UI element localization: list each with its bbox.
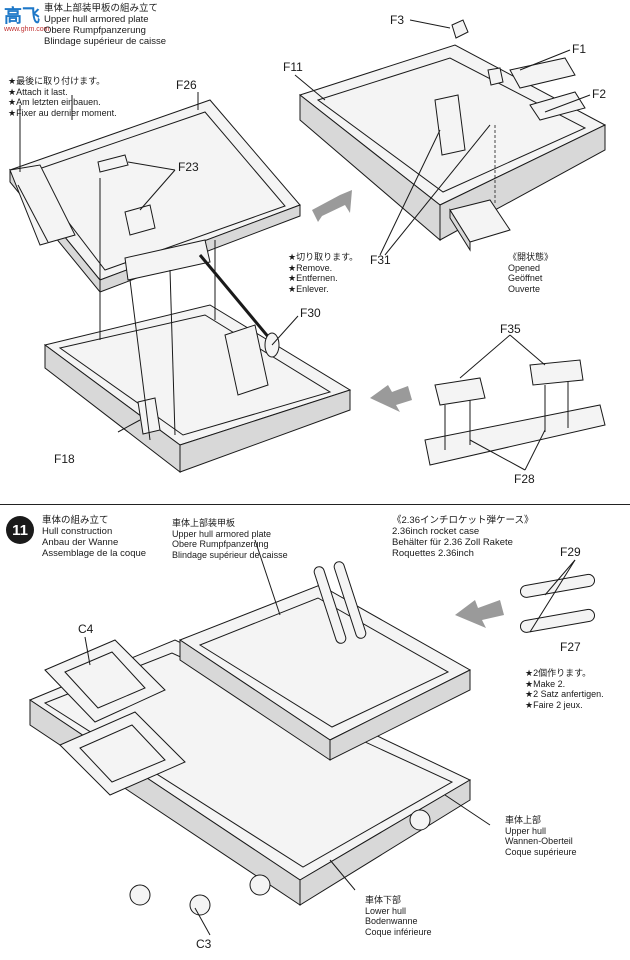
- direction-arrow-1: [312, 190, 352, 222]
- guide-lines-right: [294, 19, 591, 256]
- part-label-f26: F26: [176, 78, 197, 92]
- step11-title: 車体の組み立て Hull construction Anbau der Wann…: [42, 515, 147, 559]
- note-attach-last: ★最後に取り付けます。 ★Attach it last. ★Am letzten…: [8, 76, 117, 118]
- c4-c3-hatches: [44, 639, 186, 796]
- label-upper-armor-plate: 車体上部装甲板 Upper hull armored plate Obere R…: [172, 518, 288, 560]
- top-section-header: 車体上部装甲板の組み立て Upper hull armored plate Ob…: [44, 3, 166, 47]
- wheels-suspension: [129, 809, 431, 936]
- part-label-f28: F28: [514, 472, 535, 486]
- rocket-case: [313, 559, 596, 644]
- part-label-f18: F18: [54, 452, 75, 466]
- label-upper-hull: 車体上部 Upper hull Wannen-Oberteil Coque su…: [505, 815, 577, 857]
- f1-f2-f3-parts: [434, 19, 586, 156]
- note-make-two: ★2個作ります。 ★Make 2. ★2 Satz anfertigen. ★F…: [525, 668, 604, 710]
- upper-hull-body: [178, 584, 472, 761]
- part-label-f29: F29: [560, 545, 581, 559]
- part-label-f31: F31: [370, 253, 391, 267]
- section-divider: [0, 504, 630, 505]
- part-label-f3: F3: [390, 13, 405, 27]
- part-label-c4: C4: [78, 622, 94, 636]
- part-label-f35: F35: [500, 322, 521, 336]
- step-number-badge: 11: [6, 516, 34, 544]
- part-label-f2: F2: [592, 87, 607, 101]
- lower-hull-frame-top: [43, 304, 352, 474]
- part-label-f1: F1: [572, 42, 587, 56]
- f30-lever: [198, 254, 280, 396]
- direction-arrow-3: [455, 600, 504, 628]
- guide-lines-left: [19, 92, 299, 441]
- opened-hatch: [449, 125, 511, 252]
- part-label-f27: F27: [560, 640, 581, 654]
- f18-part: [137, 397, 161, 435]
- part-label-c3: C3: [196, 937, 212, 951]
- part-label-f23: F23: [178, 160, 199, 174]
- part-label-f30: F30: [300, 306, 321, 320]
- watermark-logo: 高飞: [4, 6, 40, 26]
- watermark-url: www.ghm.com: [4, 26, 50, 33]
- note-remove: ★切り取ります。 ★Remove. ★Entfernen. ★Enlever.: [288, 252, 359, 294]
- step11-leaders: [84, 539, 491, 891]
- label-rocket-case: 《2.36インチロケット弾ケース》 2.36inch rocket case B…: [392, 515, 534, 559]
- label-lower-hull: 車体下部 Lower hull Bodenwanne Coque inférie…: [365, 895, 432, 937]
- part-label-f11: F11: [283, 60, 303, 74]
- f28-plate: [424, 334, 606, 471]
- direction-arrow-2: [370, 385, 412, 412]
- f23-part: [97, 154, 211, 281]
- note-opened: 《開状態》 Opened Geöffnet Ouverte: [508, 252, 554, 294]
